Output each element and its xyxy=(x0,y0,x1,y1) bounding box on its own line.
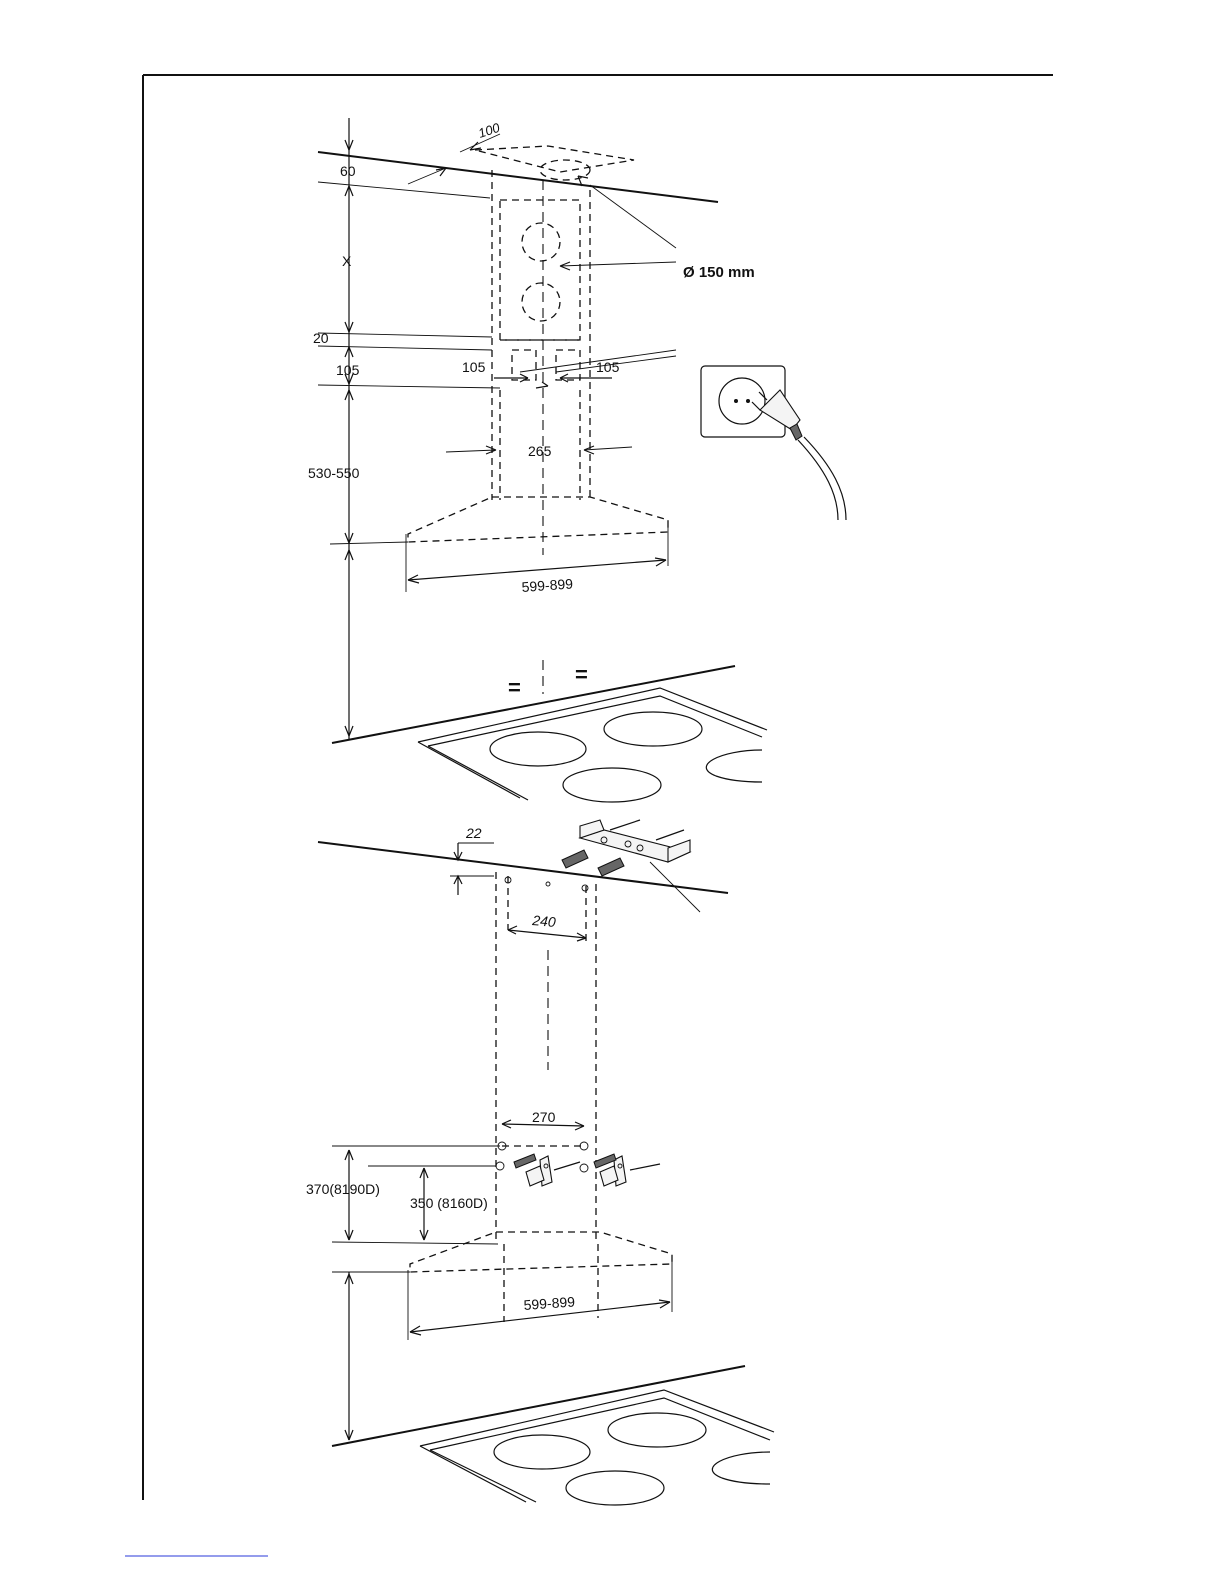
label-105-height: 105 xyxy=(336,362,360,378)
bottom-installation-diagram: 22 240 270 xyxy=(306,820,774,1505)
label-100: 100 xyxy=(476,120,502,141)
label-105-right: 105 xyxy=(596,359,620,375)
label-370: 370(8190D) xyxy=(306,1181,380,1197)
label-hood-width-top: 599-899 xyxy=(521,575,574,595)
label-x: X xyxy=(342,253,352,269)
label-105-left: 105 xyxy=(462,359,486,375)
top-installation-diagram: 100 60 X Ø 150 mm 20 xyxy=(308,118,846,802)
hood-canopy-lower xyxy=(410,1232,672,1272)
cooktop-top xyxy=(418,688,767,802)
upper-chimney xyxy=(500,200,580,340)
label-350: 350 (8160D) xyxy=(410,1195,488,1211)
label-22: 22 xyxy=(465,825,482,841)
label-530-550: 530-550 xyxy=(308,465,360,481)
power-plug-icon xyxy=(752,390,846,520)
wall-bracket-left-icon xyxy=(514,1154,580,1186)
label-20: 20 xyxy=(313,330,329,346)
label-equal-left: = xyxy=(508,675,521,700)
label-hood-width-bottom: 599-899 xyxy=(523,1293,576,1313)
label-equal-right: = xyxy=(575,662,588,687)
hood-canopy xyxy=(408,497,668,542)
duct-circle-lower xyxy=(522,283,560,321)
ceiling-line xyxy=(318,152,718,202)
label-265: 265 xyxy=(528,443,552,459)
cooktop-bottom xyxy=(420,1390,774,1505)
ceiling-opening xyxy=(475,146,634,172)
wall-bracket-right-icon xyxy=(594,1154,660,1186)
label-duct-diameter: Ø 150 mm xyxy=(683,264,755,281)
label-270: 270 xyxy=(532,1109,556,1125)
worktop-line xyxy=(332,666,735,743)
label-240: 240 xyxy=(531,912,557,930)
ceiling-bracket-icon xyxy=(562,820,700,912)
label-60: 60 xyxy=(340,163,356,179)
duct-circle-upper xyxy=(522,223,560,261)
